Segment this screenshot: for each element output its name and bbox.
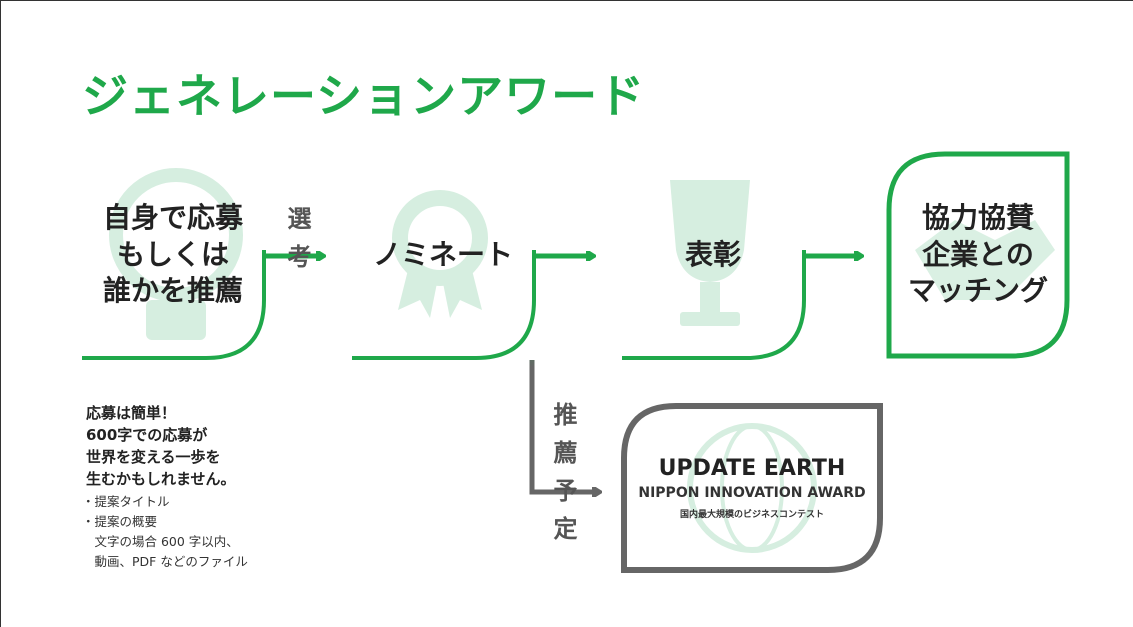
- arrow-step3-to-step4: [799, 256, 860, 358]
- contest-text: UPDATE EARTH NIPPON INNOVATION AWARD 国内最…: [620, 402, 884, 574]
- handshake-icon: [915, 220, 1055, 300]
- step-card-award: 表彰: [620, 150, 806, 360]
- trophy-icon: [670, 180, 750, 326]
- step-label-nominate: ノミネート: [372, 237, 513, 271]
- step-card-nominate: ノミネート: [350, 150, 536, 360]
- application-requirements: ・提案タイトル ・提案の概要 文字の場合 600 字以内、 動画、PDF などの…: [82, 492, 248, 572]
- contest-tagline: 国内最大規模のビジネスコンテスト: [679, 510, 824, 520]
- ribbon-badge-icon: [392, 190, 488, 318]
- selection-label: 選考: [283, 206, 311, 282]
- contest-card: [621, 403, 883, 573]
- step-card-apply: 自身で応募 もしくは 誰かを推薦: [80, 150, 266, 360]
- step-label-apply: 自身で応募 もしくは 誰かを推薦: [102, 201, 243, 308]
- arrow-step2-to-contest: [529, 300, 598, 492]
- page-title: ジェネレーションアワード: [82, 69, 646, 123]
- step-label-award: 表彰: [684, 237, 741, 271]
- list-item: ・提案タイトル: [82, 494, 170, 509]
- list-item: ・提案の概要: [82, 514, 158, 529]
- contest-title: UPDATE EARTH: [658, 456, 846, 481]
- recommendation-label: 推薦予定: [549, 402, 577, 554]
- arrow-step2-to-step3: [529, 256, 592, 358]
- step-label-matching: 協力協賛 企業との マッチング: [907, 201, 1048, 308]
- list-item: 動画、PDF などのファイル: [82, 554, 248, 569]
- step-card-matching: 協力協賛 企業との マッチング: [885, 150, 1071, 360]
- application-note: 応募は簡単！ 600字での応募が 世界を変える一歩を 生むかもしれません。: [86, 404, 236, 488]
- lightbulb-icon: [109, 168, 243, 340]
- list-item: 文字の場合 600 字以内、: [82, 534, 239, 549]
- card-shape: [352, 152, 536, 360]
- contest-subtitle: NIPPON INNOVATION AWARD: [638, 485, 866, 501]
- globe-icon: [687, 423, 817, 553]
